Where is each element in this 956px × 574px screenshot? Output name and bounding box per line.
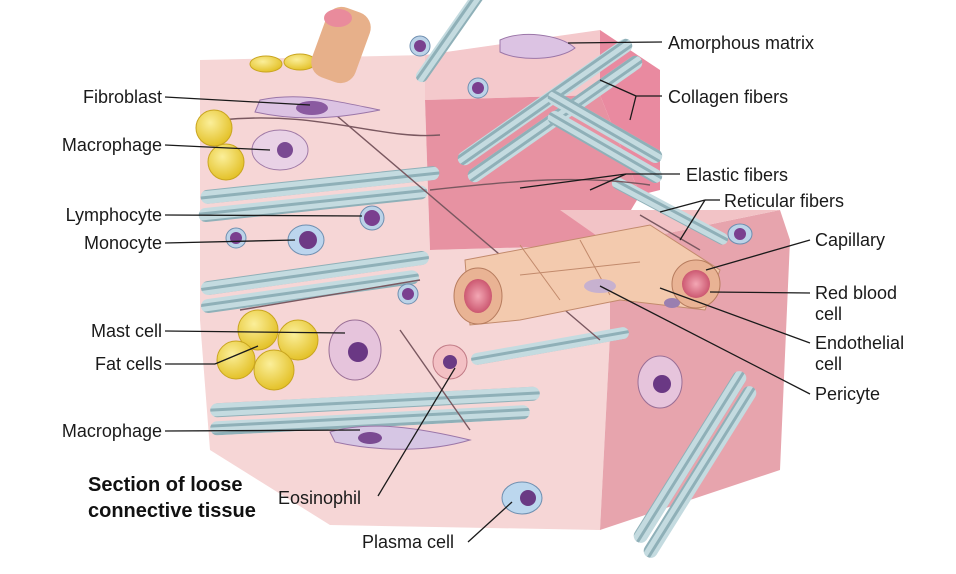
label-pericyte: Pericyte: [815, 384, 881, 404]
label-macrophage-bottom: Macrophage: [61, 421, 162, 441]
label-endothelial-cell-line1: Endothelial: [815, 333, 905, 353]
label-elastic-fibers: Elastic fibers: [686, 165, 789, 185]
label-red-blood-cell-line1: Red blood: [815, 283, 898, 303]
leader-lines: [164, 41, 811, 543]
label-mast-cell: Mast cell: [90, 321, 162, 341]
collagen-fibers: [198, 0, 757, 558]
caption-line-1: Section of loose: [88, 474, 243, 496]
label-fibroblast: Fibroblast: [82, 87, 162, 107]
label-macrophage-top: Macrophage: [61, 135, 162, 155]
label-lymphocyte: Lymphocyte: [65, 205, 162, 225]
label-red-blood-cell-line2: cell: [815, 304, 843, 324]
label-endothelial-cell-line2: cell: [815, 354, 843, 374]
label-eosinophil: Eosinophil: [278, 488, 362, 508]
label-reticular-fibers: Reticular fibers: [724, 191, 845, 211]
fat-cells: [195, 53, 319, 391]
label-fat-cells: Fat cells: [94, 354, 162, 374]
capillary: [453, 224, 721, 326]
venule: [311, 6, 371, 84]
label-plasma-cell: Plasma cell: [362, 532, 455, 552]
label-monocyte: Monocyte: [83, 233, 162, 253]
caption-line-2: connective tissue: [88, 500, 256, 522]
cells: [225, 33, 753, 515]
label-collagen-fibers: Collagen fibers: [668, 87, 789, 107]
label-capillary: Capillary: [815, 230, 886, 250]
label-amorphous-matrix: Amorphous matrix: [668, 33, 815, 53]
figure-caption: Section of loose connective tissue: [88, 472, 256, 524]
